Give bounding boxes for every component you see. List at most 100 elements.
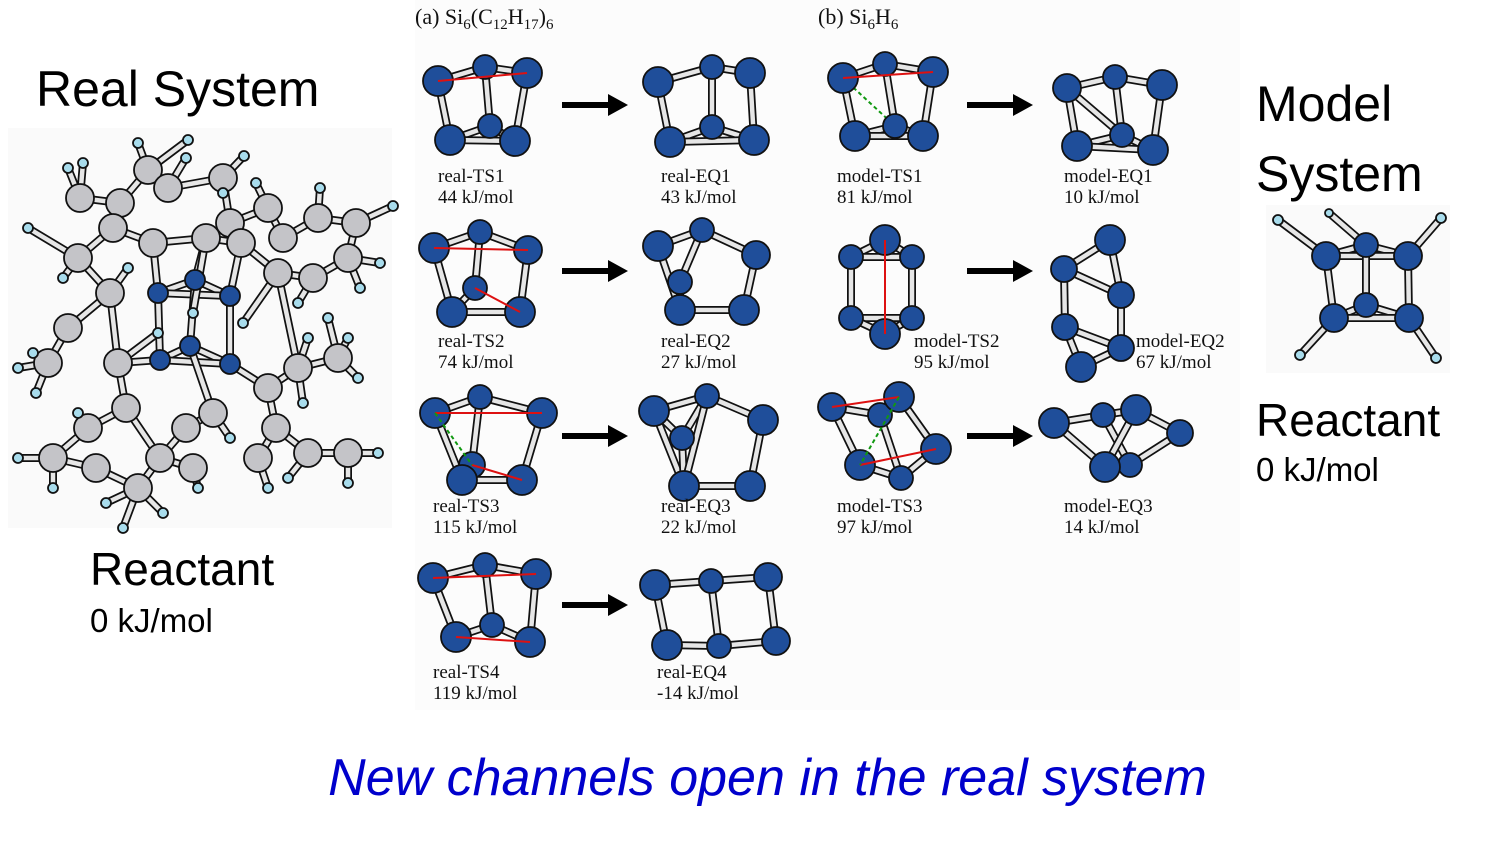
carbon-atom bbox=[191, 223, 221, 253]
arrow-icon bbox=[562, 260, 628, 282]
silicon-atom bbox=[839, 120, 871, 152]
carbon-atom bbox=[98, 213, 128, 243]
hydrogen-atom bbox=[47, 482, 59, 494]
carbon-atom bbox=[153, 173, 183, 203]
silicon-atom bbox=[1107, 281, 1135, 309]
model-system-title-line2: System bbox=[1256, 146, 1423, 202]
hydrogen-atom bbox=[387, 200, 399, 212]
hydrogen-atom bbox=[27, 347, 39, 359]
carbon-atom bbox=[283, 353, 313, 383]
carbon-atom bbox=[38, 443, 68, 473]
silicon-atom bbox=[872, 51, 898, 77]
breaking-bond bbox=[434, 412, 473, 466]
silicon-atom bbox=[734, 57, 766, 89]
forming-bond bbox=[432, 573, 537, 579]
carbon-atom bbox=[123, 473, 153, 503]
real-ts4-structure bbox=[417, 552, 552, 658]
silicon-atom bbox=[838, 244, 864, 270]
hydrogen-atom bbox=[132, 137, 144, 149]
carbon-atom bbox=[243, 443, 273, 473]
silicon-atom bbox=[1166, 419, 1194, 447]
model-system-structure-frame bbox=[1266, 205, 1450, 373]
hydrogen-atom bbox=[72, 407, 84, 419]
breaking-bond bbox=[859, 396, 900, 466]
silicon-atom bbox=[479, 612, 505, 638]
silicon-atom bbox=[219, 285, 241, 307]
silicon-atom bbox=[1137, 134, 1169, 166]
real-system-structure-frame bbox=[8, 128, 399, 534]
carbon-atom bbox=[171, 413, 201, 443]
hydrogen-atom bbox=[117, 522, 129, 534]
carbon-atom bbox=[95, 278, 125, 308]
silicon-atom bbox=[1089, 451, 1121, 483]
real-system-molecule bbox=[12, 134, 399, 534]
carbon-atom bbox=[333, 243, 363, 273]
model-eq2-structure bbox=[1050, 224, 1135, 383]
hydrogen-atom bbox=[374, 257, 386, 269]
silicon-atom bbox=[907, 120, 939, 152]
carbon-atom bbox=[105, 188, 135, 218]
carbon-atom bbox=[263, 258, 293, 288]
forming-bond bbox=[474, 287, 521, 313]
silicon-atom bbox=[642, 66, 674, 98]
silicon-atom bbox=[1353, 232, 1379, 258]
carbon-atom bbox=[53, 313, 83, 343]
silicon-atom bbox=[734, 470, 766, 502]
real-ts1-structure bbox=[422, 54, 543, 157]
hydrogen-atom bbox=[152, 327, 164, 339]
carbon-atom bbox=[293, 438, 323, 468]
hydrogen-atom bbox=[292, 297, 304, 309]
carbon-atom bbox=[323, 343, 353, 373]
real-reactant-energy: 0 kJ/mol bbox=[90, 602, 213, 639]
hydrogen-atom bbox=[62, 162, 74, 174]
silicon-atom bbox=[149, 349, 171, 371]
silicon-atom bbox=[1353, 292, 1379, 318]
carbon-atom bbox=[261, 413, 291, 443]
real-eq3-structure bbox=[638, 383, 779, 502]
silicon-atom bbox=[1311, 241, 1341, 271]
carbon-atom bbox=[303, 203, 333, 233]
silicon-atom bbox=[1117, 452, 1143, 478]
carbon-atom bbox=[133, 155, 163, 185]
silicon-atom bbox=[706, 633, 732, 659]
hydrogen-atom bbox=[30, 387, 42, 399]
silicon-atom bbox=[642, 230, 674, 262]
silicon-atom bbox=[467, 384, 493, 410]
silicon-atom bbox=[899, 305, 925, 331]
forming-bond bbox=[433, 247, 529, 251]
model-reactant-label: Reactant bbox=[1256, 394, 1441, 446]
hydrogen-atom bbox=[100, 497, 112, 509]
model-system-molecule bbox=[1272, 208, 1447, 364]
arrow-icon bbox=[967, 94, 1033, 116]
hydrogen-atom bbox=[1435, 212, 1447, 224]
model-ts1-structure bbox=[827, 51, 949, 152]
silicon-atom bbox=[1109, 122, 1135, 148]
forming-bond bbox=[437, 72, 528, 82]
hydrogen-atom bbox=[1294, 349, 1306, 361]
silicon-atom bbox=[651, 629, 683, 661]
silicon-atom bbox=[888, 465, 914, 491]
silicon-atom bbox=[689, 217, 715, 243]
arrow-icon bbox=[562, 594, 628, 616]
carbon-atom bbox=[268, 223, 298, 253]
silicon-atom bbox=[1102, 64, 1128, 90]
carbon-atom bbox=[73, 413, 103, 443]
silicon-atom bbox=[147, 282, 169, 304]
real-eq4-label: real-EQ4-14 kJ/mol bbox=[657, 662, 739, 704]
silicon-atom bbox=[184, 269, 206, 291]
caption: New channels open in the real system bbox=[328, 749, 1207, 807]
hydrogen-atom bbox=[1324, 208, 1334, 218]
carbon-atom bbox=[145, 443, 175, 473]
forming-bond bbox=[842, 71, 934, 79]
silicon-atom bbox=[1065, 351, 1097, 383]
real-eq1-structure bbox=[642, 54, 770, 158]
carbon-atom bbox=[138, 228, 168, 258]
arrow-icon bbox=[562, 94, 628, 116]
silicon-atom bbox=[499, 125, 531, 157]
hydrogen-atom bbox=[77, 157, 89, 169]
